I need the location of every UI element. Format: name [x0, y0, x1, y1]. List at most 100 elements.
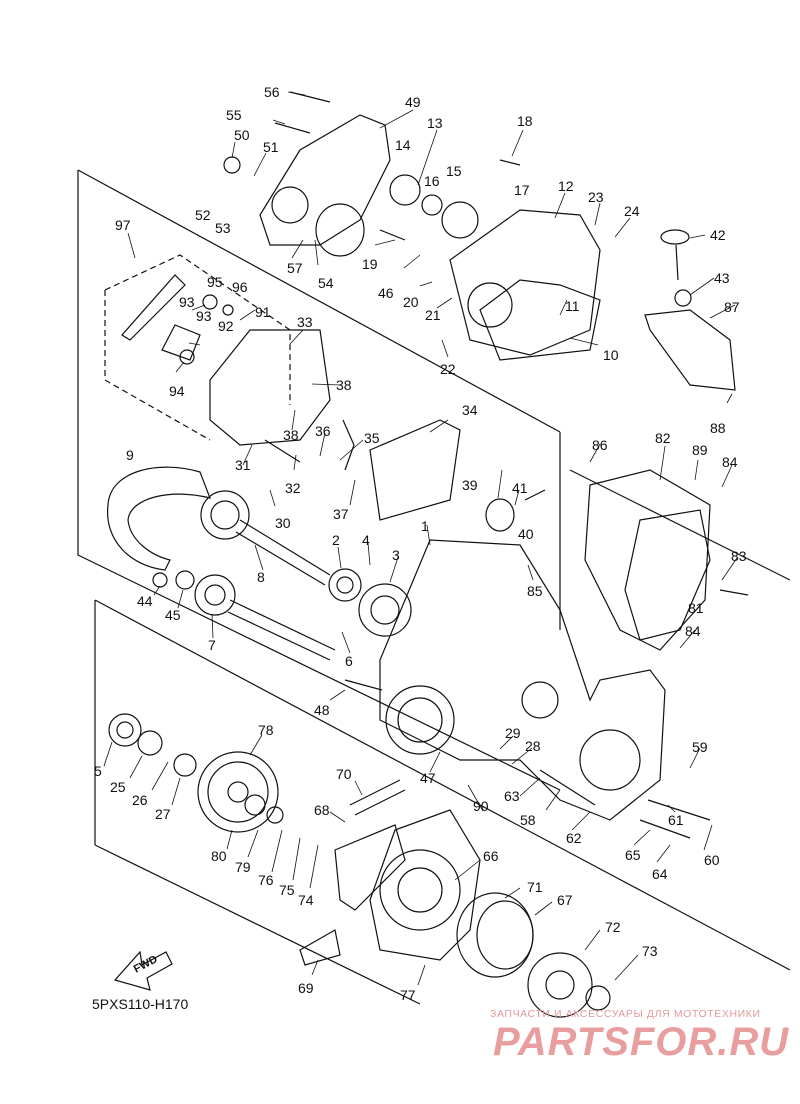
part-label: 57: [287, 260, 303, 276]
part-label: 50: [234, 127, 250, 143]
part-label: 97: [115, 217, 131, 233]
part-label: 91: [255, 304, 271, 320]
part-label: 75: [279, 882, 295, 898]
part-label: 33: [297, 314, 313, 330]
part-label: 51: [263, 139, 279, 155]
part-label: 16: [424, 173, 440, 189]
part-label: 64: [652, 866, 668, 882]
part-label: 80: [211, 848, 227, 864]
part-number-labels: 1 2 3 4 5 6 7 8 9 10 11 12 13 14 15 16 1…: [94, 84, 747, 1003]
part-label: 73: [642, 943, 658, 959]
part-label: 37: [333, 506, 349, 522]
part-label: 83: [731, 548, 747, 564]
part-label: 14: [395, 137, 411, 153]
part-label: 13: [427, 115, 443, 131]
part-label: 61: [668, 812, 684, 828]
part-label: 81: [688, 600, 704, 616]
part-label: 86: [592, 437, 608, 453]
part-label: 53: [215, 220, 231, 236]
part-label: 55: [226, 107, 242, 123]
part-label: 43: [714, 270, 730, 286]
part-label: 25: [110, 779, 126, 795]
part-label: 92: [218, 318, 234, 334]
part-label: 7: [208, 637, 216, 653]
part-label: 35: [364, 430, 380, 446]
part-label: 74: [298, 892, 314, 908]
part-label: 15: [446, 163, 462, 179]
part-label: 20: [403, 294, 419, 310]
part-label: 56: [264, 84, 280, 100]
part-label: 11: [565, 298, 580, 314]
part-label: 67: [557, 892, 573, 908]
part-label: 2: [332, 532, 340, 548]
part-label: 46: [378, 285, 394, 301]
part-label: 12: [558, 178, 574, 194]
part-label: 34: [462, 402, 478, 418]
part-label: 79: [235, 859, 251, 875]
part-label: 84: [722, 454, 738, 470]
diagram-code: 5PXS110-H170: [92, 996, 189, 1012]
part-label: 29: [505, 725, 521, 741]
part-label: 38: [336, 377, 352, 393]
part-label: 89: [692, 442, 708, 458]
part-label: 9: [126, 447, 134, 463]
part-label: 21: [425, 307, 441, 323]
part-label: 54: [318, 275, 334, 291]
part-label: 5: [94, 763, 102, 779]
part-label: 40: [518, 526, 534, 542]
part-label: 44: [137, 593, 153, 609]
part-label: 45: [165, 607, 181, 623]
part-label: 1: [421, 518, 429, 534]
part-label: 90: [473, 798, 489, 814]
part-label: 93: [196, 308, 212, 324]
part-label: 82: [655, 430, 671, 446]
part-label: 69: [298, 980, 314, 996]
part-label: 36: [315, 423, 331, 439]
part-label: 93: [179, 294, 195, 310]
part-label: 87: [724, 299, 740, 315]
part-label: 31: [235, 457, 251, 473]
part-label: 78: [258, 722, 274, 738]
part-label: 77: [400, 987, 416, 1003]
part-label: 8: [257, 569, 265, 585]
part-label: 32: [285, 480, 301, 496]
part-label: 63: [504, 788, 520, 804]
part-label: 96: [232, 279, 248, 295]
part-label: 68: [314, 802, 330, 818]
part-label: 88: [710, 420, 726, 436]
part-label: 6: [345, 653, 353, 669]
part-label: 52: [195, 207, 211, 223]
part-label: 49: [405, 94, 421, 110]
part-label: 3: [392, 547, 400, 563]
part-label: 62: [566, 830, 582, 846]
part-label: 72: [605, 919, 621, 935]
part-label: 19: [362, 256, 378, 272]
part-label: 38: [283, 427, 299, 443]
part-label: 76: [258, 872, 274, 888]
part-label: 84: [685, 623, 701, 639]
part-label: 60: [704, 852, 720, 868]
part-label: 95: [207, 274, 223, 290]
part-label: 42: [710, 227, 726, 243]
part-label: 48: [314, 702, 330, 718]
part-label: 94: [169, 383, 185, 399]
watermark-logo: PARTSFOR.RU: [493, 1020, 790, 1064]
part-label: 28: [525, 738, 541, 754]
part-label: 58: [520, 812, 536, 828]
part-label: 23: [588, 189, 604, 205]
watermark-tagline: ЗАПЧАСТИ И АКСЕССУАРЫ ДЛЯ МОТОТЕХНИКИ: [490, 1008, 761, 1020]
part-label: 59: [692, 739, 708, 755]
part-label: 65: [625, 847, 641, 863]
part-label: 85: [527, 583, 543, 599]
part-label: 4: [362, 532, 370, 548]
part-label: 18: [517, 113, 533, 129]
part-label: 26: [132, 792, 148, 808]
part-label: 71: [527, 879, 543, 895]
part-label: 41: [512, 480, 528, 496]
part-label: 22: [440, 361, 456, 377]
part-label: 70: [336, 766, 352, 782]
part-label: 39: [462, 477, 478, 493]
part-label: 30: [275, 515, 291, 531]
part-label: 66: [483, 848, 499, 864]
